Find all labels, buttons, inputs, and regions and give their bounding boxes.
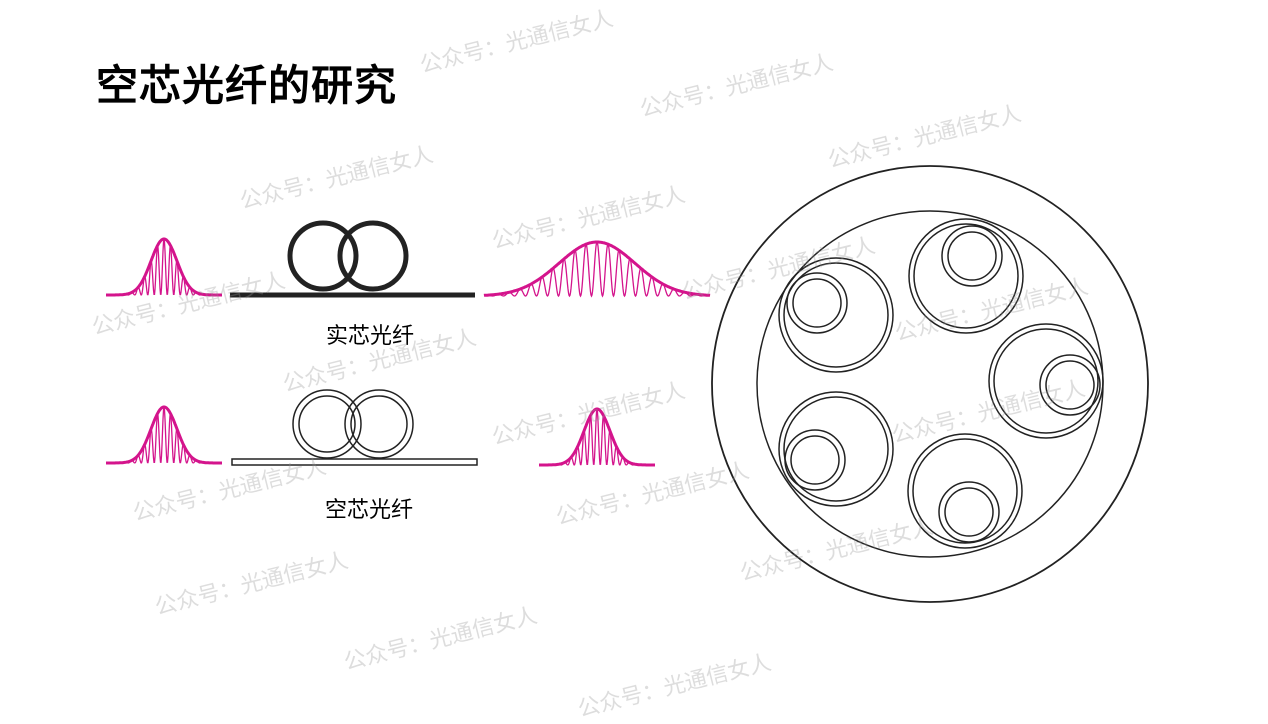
- pulse-carrier: [483, 240, 711, 298]
- capillary-ring: [1045, 360, 1095, 410]
- capillary-ring: [783, 262, 889, 368]
- capillary-ring: [792, 278, 842, 328]
- capillary-ring: [783, 396, 889, 502]
- pulse-envelope: [539, 407, 655, 467]
- capillary-ring: [778, 257, 894, 373]
- capillary-ring: [944, 487, 994, 537]
- capillary-ring: [1039, 354, 1101, 416]
- capillary-ring: [993, 328, 1099, 434]
- capillary-ring: [941, 225, 1003, 287]
- hollow-core-input-pulse: [106, 405, 222, 465]
- capillary-ring: [908, 218, 1024, 334]
- capillary-ring: [938, 481, 1000, 543]
- capillary-ring: [912, 438, 1018, 544]
- pulse-envelope: [106, 405, 222, 465]
- pulse-carrier: [539, 408, 655, 466]
- pulse-envelope: [106, 237, 222, 297]
- hollow-core-label: 空芯光纤: [325, 498, 414, 523]
- capillary-ring: [784, 429, 846, 491]
- capillary-ring: [786, 272, 848, 334]
- capillary-ring: [913, 223, 1019, 329]
- capillary-ring: [778, 391, 894, 507]
- solid-core-label: 实芯光纤: [326, 324, 415, 349]
- pulse-carrier: [106, 238, 222, 296]
- hollow-core-cross-section: [711, 165, 1149, 603]
- capillary-ring: [907, 433, 1023, 549]
- solid-core-fiber-coil: [230, 220, 475, 298]
- capillary-ring: [947, 231, 997, 281]
- solid-core-input-pulse: [106, 237, 222, 297]
- pulse-carrier: [106, 406, 222, 464]
- capillary-ring: [790, 435, 840, 485]
- capillary-ring: [988, 323, 1104, 439]
- hollow-core-output-pulse: [539, 407, 655, 467]
- pulse-envelope: [483, 240, 711, 297]
- hollow-core-fiber-coil: [231, 389, 478, 466]
- page-title: 空芯光纤的研究: [96, 61, 398, 110]
- solid-core-output-pulse: [483, 240, 711, 298]
